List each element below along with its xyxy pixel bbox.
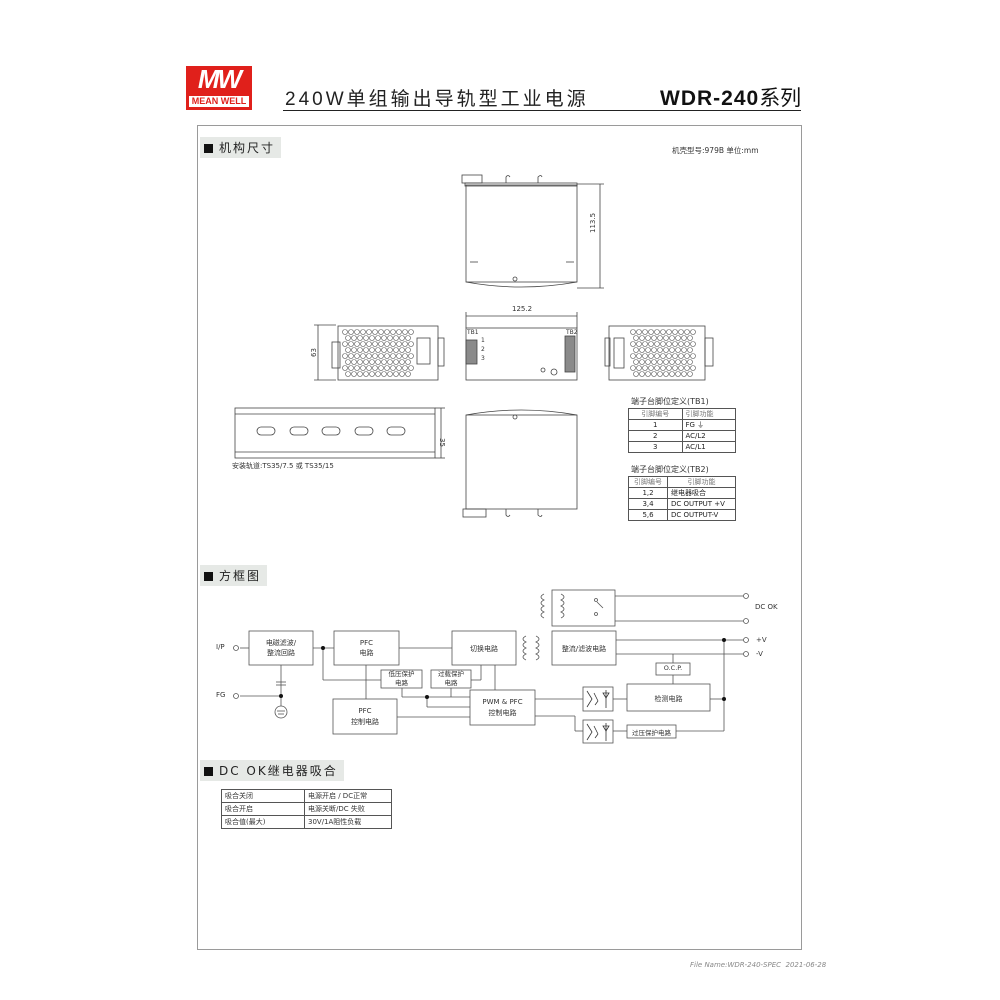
tb2-label: TB2 bbox=[566, 329, 578, 336]
file-name: File Name:WDR-240-SPEC bbox=[690, 961, 782, 969]
document-title: 240W单组输出导轨型工业电源 bbox=[285, 89, 589, 110]
series-model: WDR-240 bbox=[660, 87, 760, 110]
block-detect bbox=[626, 683, 711, 712]
section-block-diagram-title: 方框图 bbox=[219, 569, 262, 583]
section-dc-ok: DC OK继电器吸合 bbox=[200, 760, 344, 781]
table-row: 吸合值(最大)30V/1A阻性负载 bbox=[221, 815, 392, 829]
section-block-diagram: 方框图 bbox=[200, 565, 268, 586]
block-rectifier-label: 整流/滤波电路 bbox=[561, 645, 607, 653]
block-opto-2 bbox=[582, 719, 614, 744]
front-view bbox=[465, 312, 578, 381]
tb2-title: 端子台脚位定义(TB2) bbox=[631, 465, 709, 474]
block-switching-label: 切换电路 bbox=[470, 645, 498, 653]
block-pfc-ctrl bbox=[332, 698, 398, 735]
spec-frame bbox=[197, 125, 802, 950]
end-view-left bbox=[314, 324, 445, 381]
file-date: 2021-06-28 bbox=[785, 961, 827, 969]
ip-label: I/P bbox=[216, 643, 225, 651]
dim-width: 125.2 bbox=[512, 305, 533, 313]
tb1-pin-1: 1 bbox=[481, 337, 485, 344]
rail-note: 安装轨道:TS35/7.5 或 TS35/15 bbox=[232, 462, 334, 470]
table-row: 吸合开启电源关断/DC 失败 bbox=[221, 802, 392, 816]
block-rectifier bbox=[551, 630, 617, 666]
case-info: 机壳型号:979B 单位:mm bbox=[672, 146, 759, 155]
block-opto-1 bbox=[582, 686, 614, 712]
block-ovp bbox=[626, 724, 677, 739]
tb1-pin-2: 2 bbox=[481, 346, 485, 353]
dc-ok-label: DC OK bbox=[755, 603, 778, 611]
block-uvp-label: 低压保护电路 bbox=[388, 670, 415, 687]
block-emi-label: 电磁滤波/整流回路 bbox=[265, 639, 297, 657]
din-rail bbox=[234, 407, 445, 459]
mechanical-drawings bbox=[234, 174, 714, 518]
block-uvp bbox=[380, 669, 423, 689]
tb1-label: TB1 bbox=[467, 329, 479, 336]
section-mechanical-title: 机构尺寸 bbox=[219, 141, 276, 155]
logo-brand: MEAN WELL bbox=[189, 96, 249, 107]
bullet-square-icon bbox=[204, 572, 213, 581]
block-olp-label: 过载保护电路 bbox=[438, 670, 464, 687]
dc-ok-table: 吸合关闭电源开启 / DC正常 吸合开启电源关断/DC 失败 吸合值(最大)30… bbox=[221, 789, 392, 829]
pos-output-label: +V bbox=[756, 636, 767, 644]
table-row: 吸合关闭电源开启 / DC正常 bbox=[221, 789, 392, 803]
section-dc-ok-title-en: DC OK bbox=[219, 764, 268, 778]
bullet-square-icon bbox=[204, 767, 213, 776]
neg-output-label: -V bbox=[756, 650, 763, 658]
side-view-top bbox=[461, 174, 604, 289]
vent-holes-left bbox=[342, 329, 414, 377]
block-relay bbox=[551, 589, 616, 627]
mean-well-logo: MW MEAN WELL bbox=[186, 64, 252, 110]
header-rule bbox=[283, 110, 801, 111]
section-mechanical: 机构尺寸 bbox=[200, 137, 282, 158]
block-ocp-label: O.C.P. bbox=[663, 664, 683, 672]
end-view-right bbox=[604, 325, 714, 381]
block-diagram-wires bbox=[233, 589, 749, 744]
footer: File Name:WDR-240-SPEC 2021-06-28 bbox=[690, 961, 826, 969]
tb1-pin-3: 3 bbox=[481, 355, 485, 362]
fg-label: FG bbox=[216, 691, 226, 699]
tb1-title: 端子台脚位定义(TB1) bbox=[631, 397, 709, 406]
block-pwm-ctrl bbox=[469, 689, 536, 726]
bullet-square-icon bbox=[204, 144, 213, 153]
vent-holes-right bbox=[630, 329, 696, 377]
series-title: WDR-240系列 bbox=[660, 82, 801, 112]
section-dc-ok-title-cn: 继电器吸合 bbox=[267, 764, 338, 778]
block-detect-label: 检测电路 bbox=[654, 695, 683, 703]
side-view-bottom bbox=[462, 409, 578, 518]
block-ovp-label: 过压保护电路 bbox=[632, 729, 671, 737]
series-suffix: 系列 bbox=[759, 87, 802, 110]
logo-mark: MW bbox=[197, 64, 242, 94]
